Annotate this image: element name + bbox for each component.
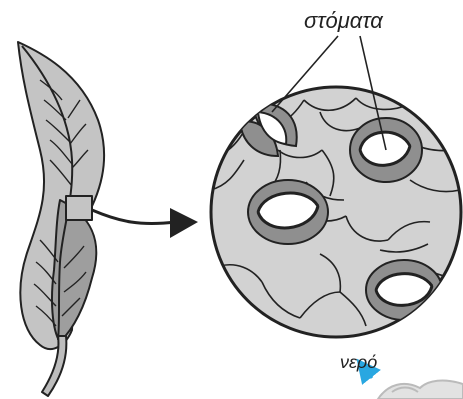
water-label: νερό (340, 352, 377, 373)
magnified-area-marker (66, 196, 92, 220)
leaf-illustration (18, 42, 104, 396)
magnify-arrow (92, 208, 198, 238)
stoma (366, 260, 442, 320)
stoma (248, 180, 328, 244)
magnified-epidermis (210, 87, 462, 337)
stomata-label: στόματα (304, 8, 383, 34)
water-indicator (364, 368, 463, 399)
